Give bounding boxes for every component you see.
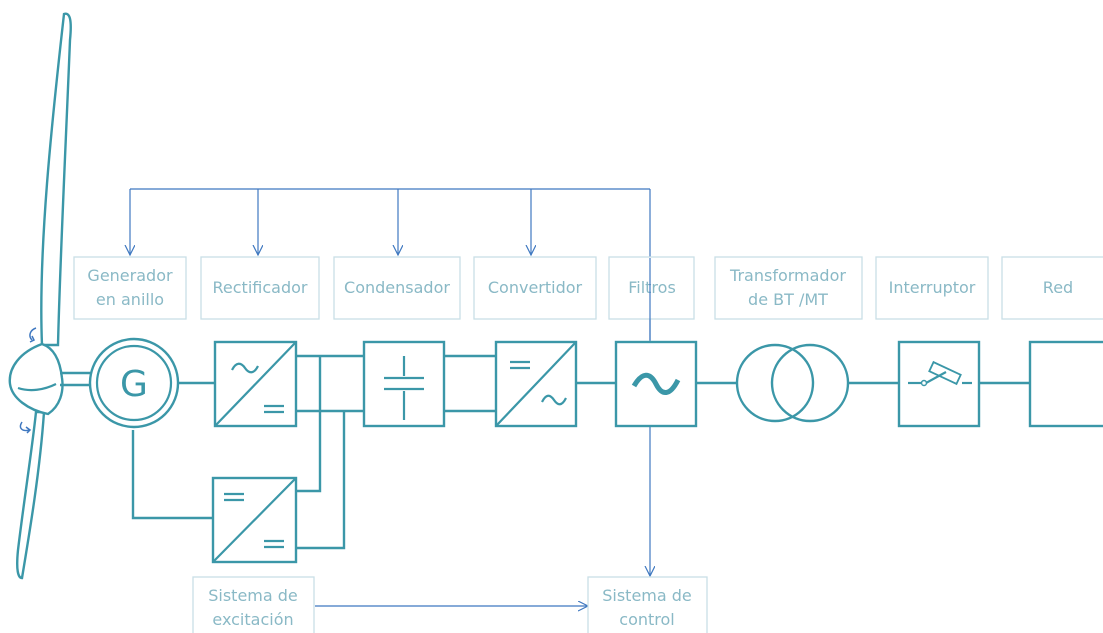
- label-transformador: Transformador de BT /MT: [714, 256, 863, 320]
- label-filtros: Filtros: [608, 256, 695, 320]
- svg-text:Interruptor: Interruptor: [889, 278, 976, 297]
- label-generador: Generador en anillo: [73, 256, 187, 320]
- excitation-converter-block: [211, 476, 298, 564]
- svg-text:Transformador: Transformador: [729, 266, 846, 285]
- svg-text:Sistema de: Sistema de: [208, 586, 298, 605]
- inverter-block: [494, 340, 578, 428]
- generator-letter: G: [120, 364, 148, 405]
- filter-block: [614, 340, 698, 428]
- wind-turbine-icon: [8, 12, 92, 580]
- svg-text:de BT /MT: de BT /MT: [748, 290, 828, 309]
- transformer-symbol: [735, 343, 850, 423]
- label-rectificador: Rectificador: [200, 256, 320, 320]
- svg-text:Condensador: Condensador: [344, 278, 450, 297]
- grid-block: [1028, 340, 1103, 428]
- label-sistema-excitacion: Sistema de excitación: [192, 576, 315, 633]
- label-convertidor: Convertidor: [473, 256, 597, 320]
- breaker-block: [897, 340, 981, 428]
- control-bus: [130, 188, 650, 606]
- svg-text:Convertidor: Convertidor: [488, 278, 583, 297]
- svg-text:control: control: [619, 610, 674, 629]
- svg-text:en anillo: en anillo: [96, 290, 164, 309]
- svg-text:excitación: excitación: [212, 610, 293, 629]
- label-sistema-control: Sistema de control: [587, 576, 708, 633]
- generator-symbol: G: [88, 337, 180, 429]
- capacitor-block: [362, 340, 446, 428]
- svg-text:Generador: Generador: [87, 266, 173, 285]
- label-condensador: Condensador: [333, 256, 461, 320]
- svg-text:Rectificador: Rectificador: [213, 278, 308, 297]
- svg-text:Filtros: Filtros: [628, 278, 676, 297]
- svg-text:Red: Red: [1043, 278, 1073, 297]
- rectifier-block: [213, 340, 298, 428]
- power-wiring: [131, 354, 1030, 550]
- svg-text:Sistema de: Sistema de: [602, 586, 692, 605]
- label-interruptor: Interruptor: [875, 256, 989, 320]
- label-red: Red: [1001, 256, 1103, 320]
